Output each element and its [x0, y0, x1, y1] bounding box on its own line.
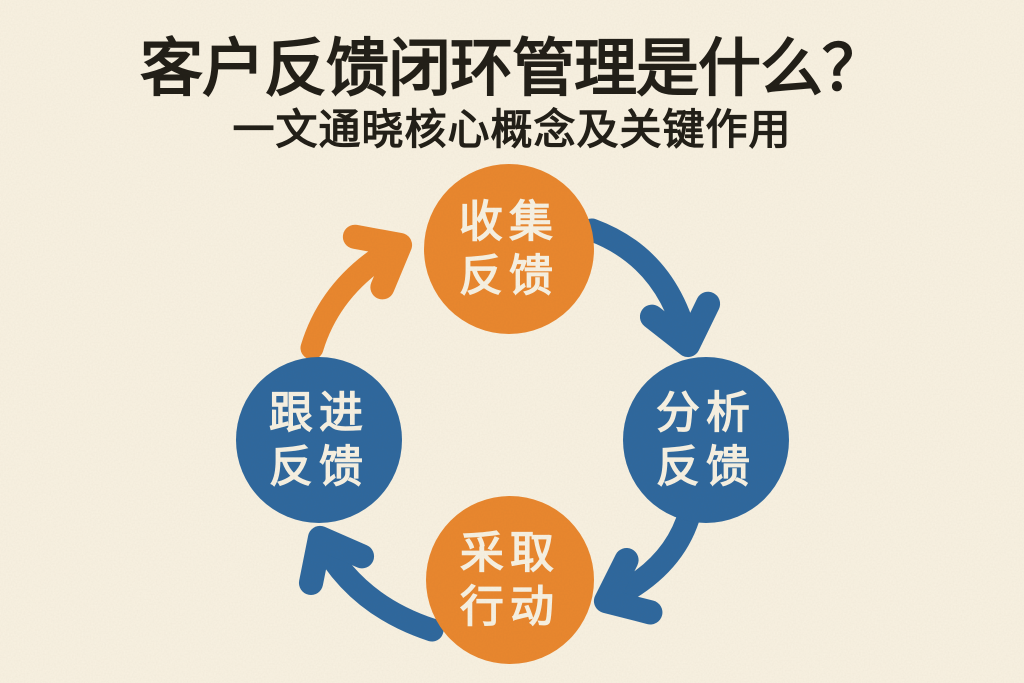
step-label-action-line2: 行动: [460, 583, 560, 632]
arrow-collect-to-analyze: [580, 218, 721, 358]
step-take-action: 采取 行动: [426, 496, 594, 664]
step-label-collect-line1: 收集: [459, 198, 559, 247]
arrow-analyze-to-act: [593, 500, 702, 625]
arrow-followup-to-collect: [300, 224, 413, 360]
step-label-followup-line2: 反馈: [269, 443, 369, 492]
step-label-analyze-line1: 分析: [656, 389, 756, 438]
step-follow-up-feedback: 跟进 反馈: [236, 357, 402, 523]
step-label-action-line1: 采取: [460, 529, 560, 578]
step-label-collect-line2: 反馈: [459, 252, 559, 301]
step-label-followup-line1: 跟进: [269, 389, 369, 438]
step-collect-feedback: 收集 反馈: [424, 164, 594, 334]
arrow-act-to-followup: [298, 525, 444, 642]
step-circle-follow-up-feedback: [236, 357, 402, 523]
step-circle-analyze-feedback: [623, 357, 789, 523]
step-analyze-feedback: 分析 反馈: [623, 357, 789, 523]
step-label-analyze-line2: 反馈: [656, 443, 756, 492]
step-circle-collect-feedback: [424, 164, 594, 334]
step-circle-take-action: [426, 496, 594, 664]
